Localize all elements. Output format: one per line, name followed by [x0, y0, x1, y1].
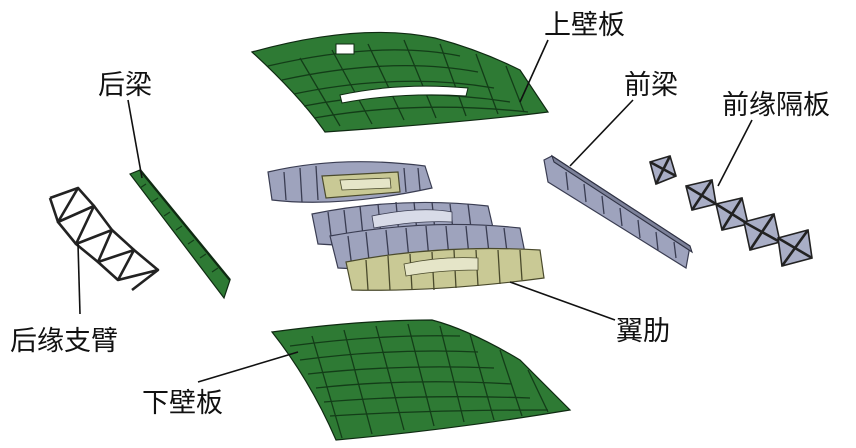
leading-edge-bulkheads	[649, 155, 813, 268]
label-upper-panel: 上壁板	[544, 10, 625, 41]
wing-ribs	[267, 161, 545, 291]
front-spar	[543, 154, 694, 269]
label-rear-spar: 后梁	[98, 70, 152, 101]
label-rib: 翼肋	[616, 316, 670, 347]
leader-lines	[77, 39, 753, 383]
label-leading-edge-bulkhead: 前缘隔板	[722, 90, 830, 121]
label-lower-panel: 下壁板	[142, 388, 223, 419]
label-rear-edge-arm: 后缘支臂	[10, 326, 118, 357]
rear-spar	[129, 169, 231, 300]
upper-panel	[250, 31, 550, 133]
label-front-spar: 前梁	[624, 70, 678, 101]
rear-edge-arms	[48, 186, 160, 292]
lower-panel	[270, 319, 572, 441]
